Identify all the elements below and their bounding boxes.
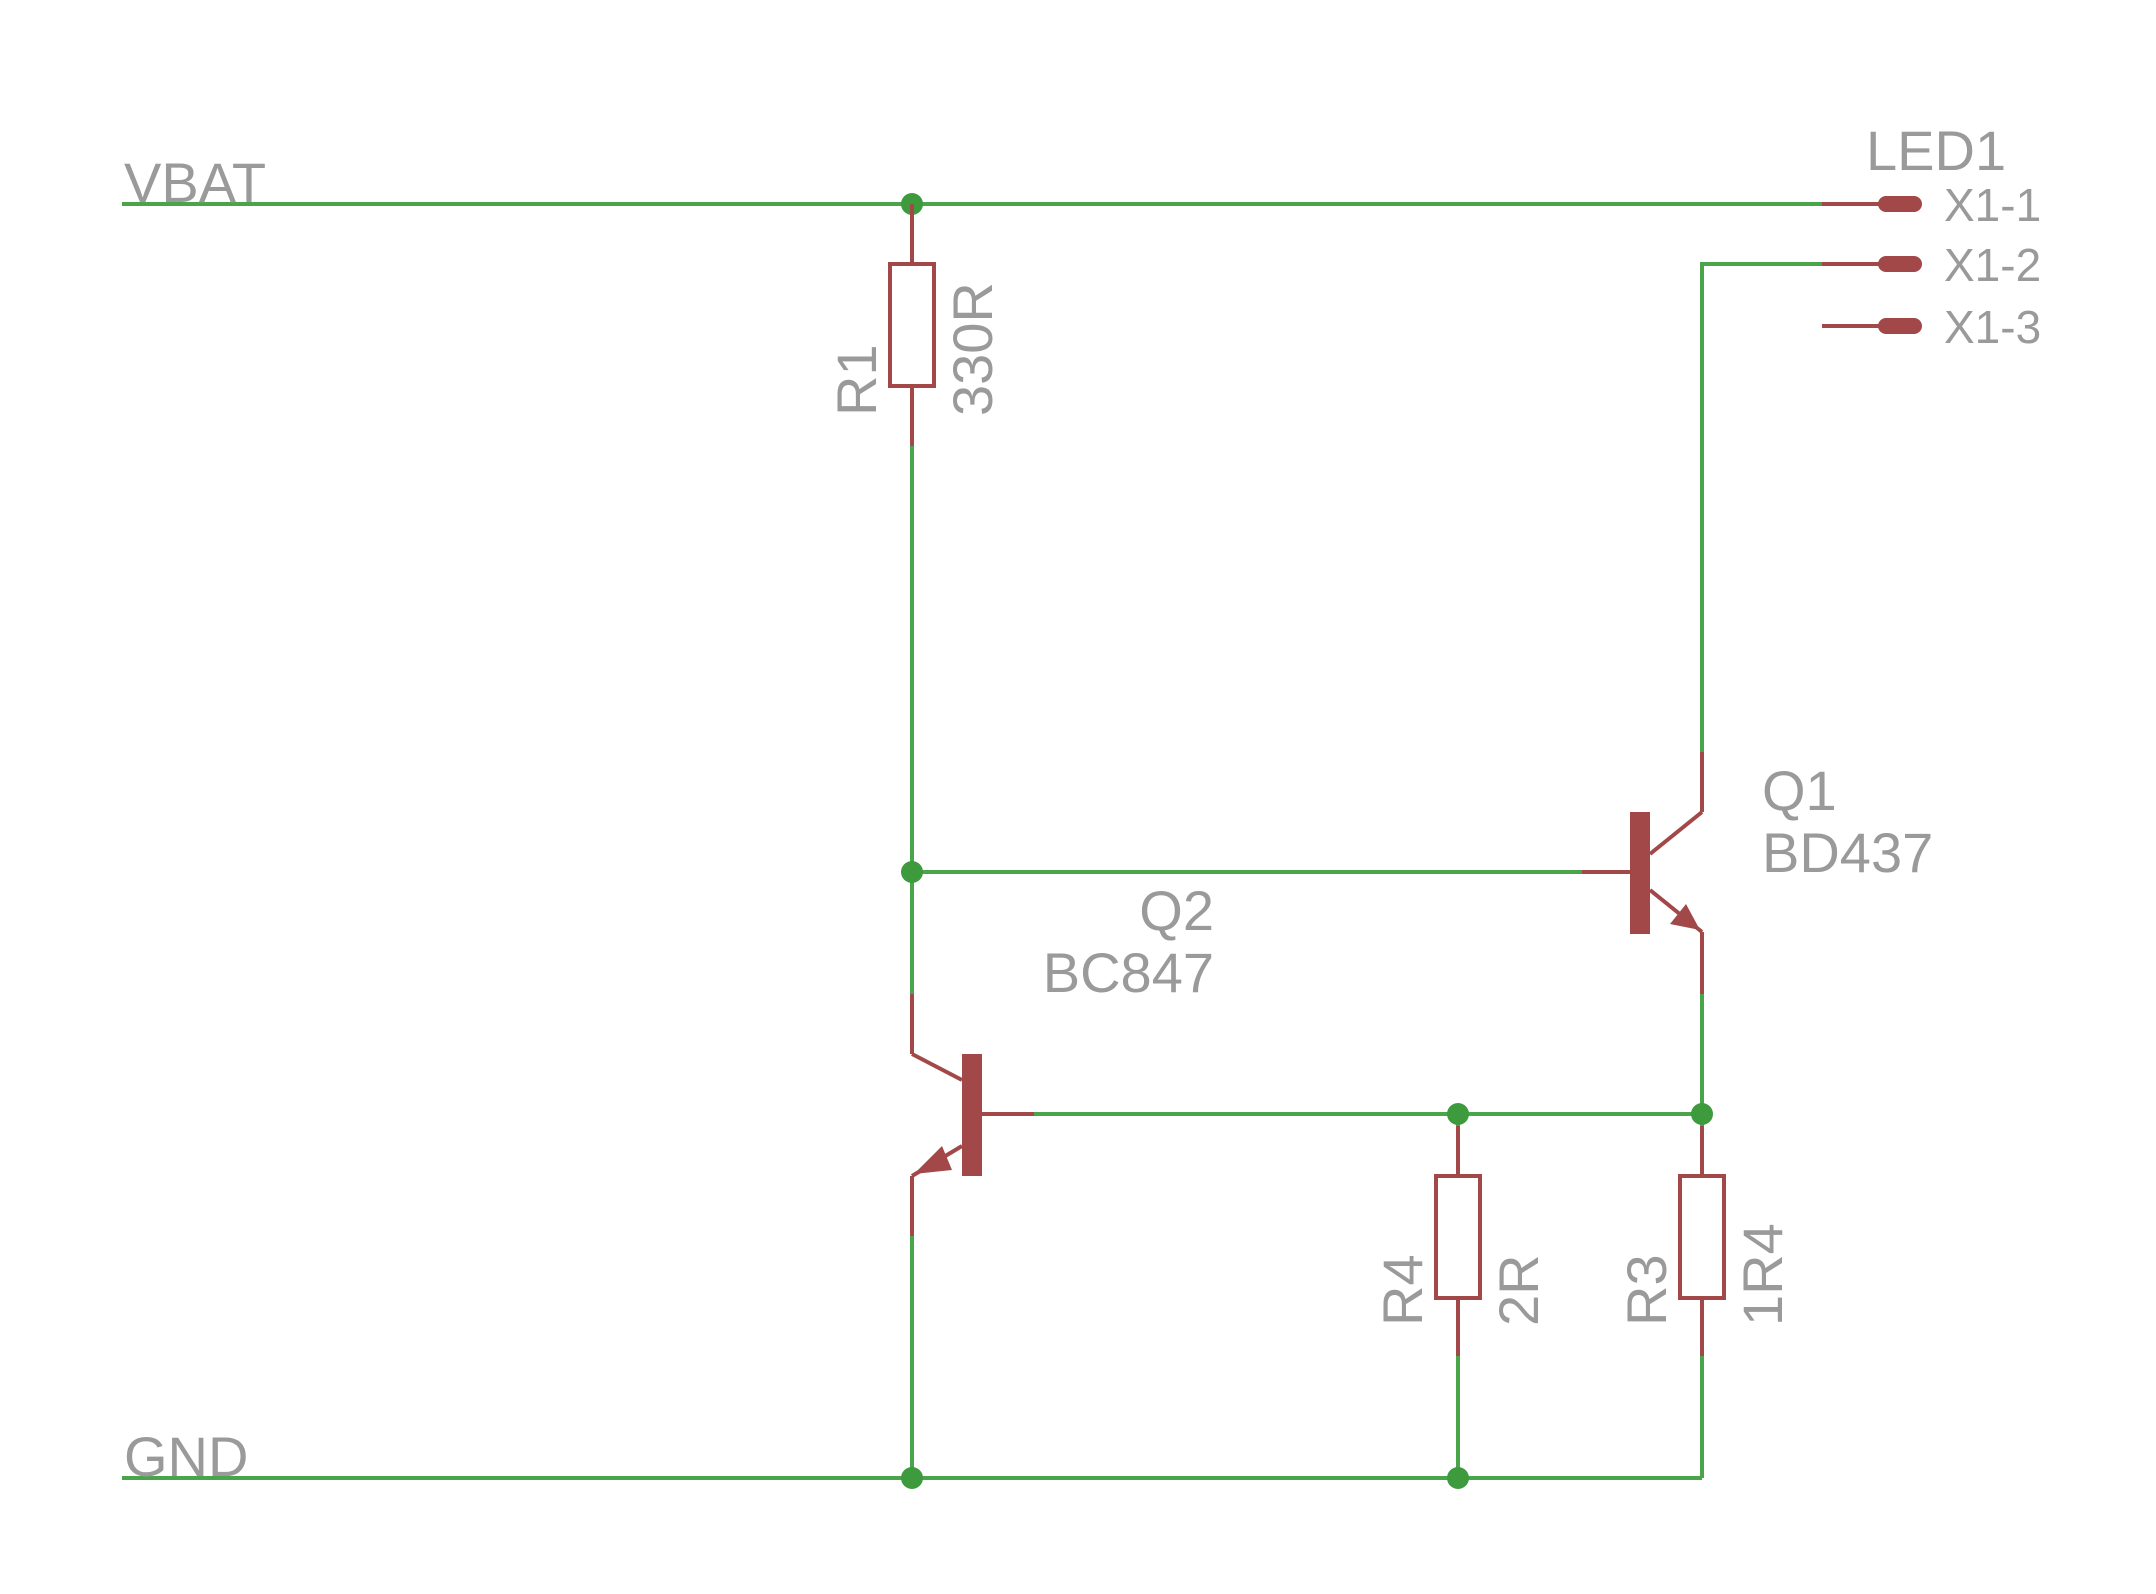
r3-name: R3: [1615, 1254, 1678, 1326]
q1-collector-wire: [1700, 262, 1822, 752]
r1-name: R1: [825, 344, 888, 416]
wires: [122, 202, 1822, 1480]
resistor-r3: [1678, 1126, 1726, 1356]
junction-gnd-q2: [901, 1467, 923, 1489]
connector-pin-label-1: X1-1: [1944, 179, 2041, 231]
junction-sense-r4: [1447, 1103, 1469, 1125]
transistor-q2: [910, 994, 1034, 1236]
transistor-q1: [1582, 752, 1704, 994]
q1-value: BD437: [1762, 821, 1933, 884]
connector-pin-label-2: X1-2: [1944, 239, 2041, 291]
r3-value: 1R4: [1731, 1223, 1794, 1326]
r4-name: R4: [1371, 1254, 1434, 1326]
connector-name: LED1: [1866, 119, 2006, 182]
q2-name: Q2: [1139, 879, 1214, 942]
junction-gnd-r4: [1447, 1467, 1469, 1489]
q2-emitter-arrow: [914, 1146, 952, 1174]
resistor-r4: [1434, 1126, 1482, 1356]
resistor-r1: [888, 204, 936, 446]
net-label-gnd: GND: [124, 1425, 248, 1488]
connector-led1: [1822, 196, 1922, 334]
junctions: [901, 193, 1713, 1489]
r1-value: 330R: [941, 282, 1004, 416]
junction-sense-r3: [1691, 1103, 1713, 1125]
q1-emitter-arrow: [1670, 904, 1700, 930]
labels: VBAT GND LED1 X1-1 X1-2 X1-3 R1 330R R4 …: [124, 119, 2041, 1488]
connector-pin-label-3: X1-3: [1944, 301, 2041, 353]
q1-collector-lead: [1648, 810, 1704, 856]
r4-value: 2R: [1487, 1254, 1550, 1326]
q1-base-bar: [1630, 812, 1650, 934]
q2-value: BC847: [1043, 941, 1214, 1004]
junction-base: [901, 861, 923, 883]
net-label-vbat: VBAT: [124, 151, 266, 214]
q2-base-bar: [962, 1054, 982, 1176]
q1-name: Q1: [1762, 759, 1837, 822]
